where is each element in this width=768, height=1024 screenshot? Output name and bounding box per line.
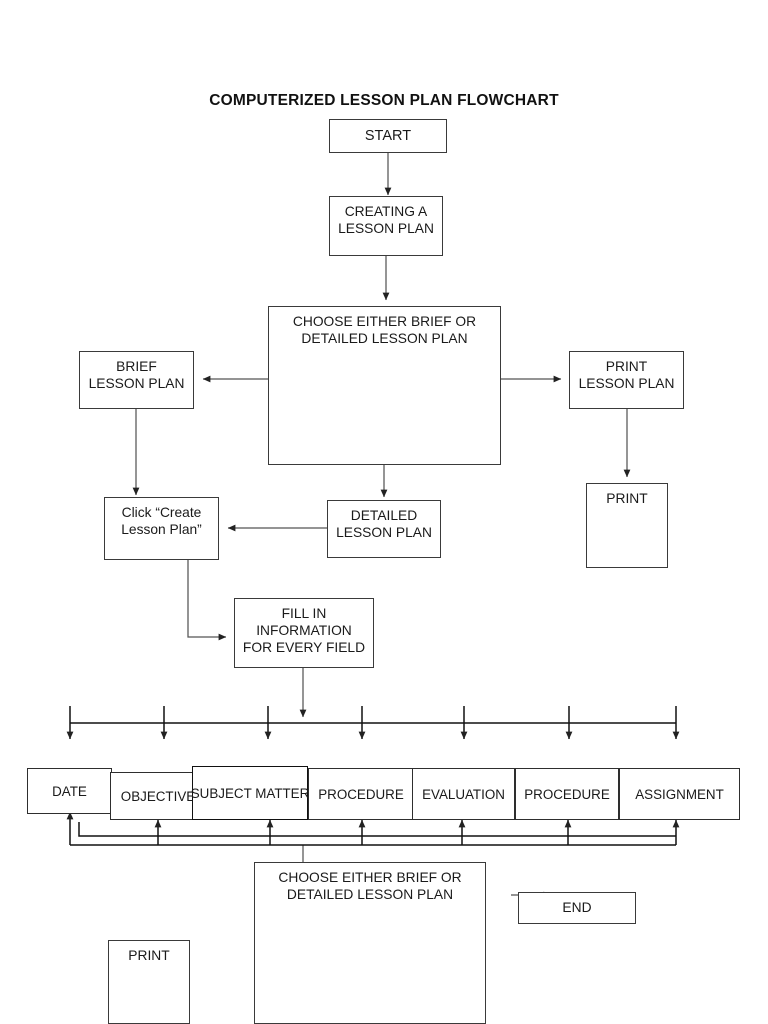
field-distribution-rail <box>66 706 680 740</box>
field-box-assignment-label: ASSIGNMENT <box>635 786 724 802</box>
node-start-label: START <box>364 127 412 144</box>
field-box-objective-label: OBJECTIVE <box>120 788 196 804</box>
node-choose-brief-or-detailed-bottom[interactable]: CHOOSE EITHER BRIEF OR DETAILED LESSON P… <box>254 862 486 1024</box>
node-creating-lesson-plan-label: CREATING A LESSON PLAN <box>338 204 434 237</box>
node-end[interactable]: END <box>518 892 636 924</box>
field-box-procedure-1[interactable]: PROCEDURE <box>308 768 414 820</box>
node-print-bottom[interactable]: PRINT <box>108 940 190 1024</box>
field-box-evaluation[interactable]: EVALUATION <box>412 768 515 820</box>
node-click-create-lesson-plan[interactable]: Click “Create Lesson Plan” <box>104 497 219 560</box>
node-print-bottom-label: PRINT <box>128 948 170 963</box>
field-box-date[interactable]: DATE <box>27 768 112 814</box>
node-choose-brief-or-detailed-top[interactable]: CHOOSE EITHER BRIEF OR DETAILED LESSON P… <box>268 306 501 465</box>
field-box-assignment[interactable]: ASSIGNMENT <box>619 768 740 820</box>
node-end-label: END <box>562 900 592 915</box>
node-fill-in-information[interactable]: FILL IN INFORMATION FOR EVERY FIELD <box>234 598 374 668</box>
node-detailed-lesson-plan-label: DETAILED LESSON PLAN <box>336 508 432 541</box>
field-box-date-label: DATE <box>52 783 87 799</box>
node-brief-lesson-plan[interactable]: BRIEF LESSON PLAN <box>79 351 194 409</box>
node-creating-lesson-plan[interactable]: CREATING A LESSON PLAN <box>329 196 443 256</box>
node-start[interactable]: START <box>329 119 447 153</box>
node-print-lesson-plan-label: PRINT LESSON PLAN <box>578 359 675 392</box>
edge-click-to-fillin <box>187 560 227 641</box>
field-box-procedure-2-label: PROCEDURE <box>524 786 610 802</box>
node-detailed-lesson-plan[interactable]: DETAILED LESSON PLAN <box>327 500 441 558</box>
node-print-right-label: PRINT <box>606 491 648 506</box>
node-brief-lesson-plan-label: BRIEF LESSON PLAN <box>88 359 185 392</box>
node-fill-in-information-label: FILL IN INFORMATION FOR EVERY FIELD <box>242 606 366 656</box>
field-box-procedure-1-label: PROCEDURE <box>318 786 404 802</box>
field-box-evaluation-label: EVALUATION <box>422 786 505 802</box>
field-box-subject-matter[interactable]: SUBJECT MATTER <box>190 766 310 820</box>
node-click-create-lesson-plan-label: Click “Create Lesson Plan” <box>121 505 202 538</box>
node-choose-brief-or-detailed-top-label: CHOOSE EITHER BRIEF OR DETAILED LESSON P… <box>292 314 477 347</box>
field-box-objective[interactable]: OBJECTIVE <box>110 772 206 820</box>
page-title: COMPUTERIZED LESSON PLAN FLOWCHART <box>209 92 559 109</box>
node-choose-brief-or-detailed-bottom-label: CHOOSE EITHER BRIEF OR DETAILED LESSON P… <box>278 870 462 903</box>
field-box-procedure-2[interactable]: PROCEDURE <box>515 768 619 820</box>
field-box-subject-matter-label: SUBJECT MATTER <box>190 785 310 801</box>
node-print-right[interactable]: PRINT <box>586 483 668 568</box>
node-print-lesson-plan[interactable]: PRINT LESSON PLAN <box>569 351 684 409</box>
